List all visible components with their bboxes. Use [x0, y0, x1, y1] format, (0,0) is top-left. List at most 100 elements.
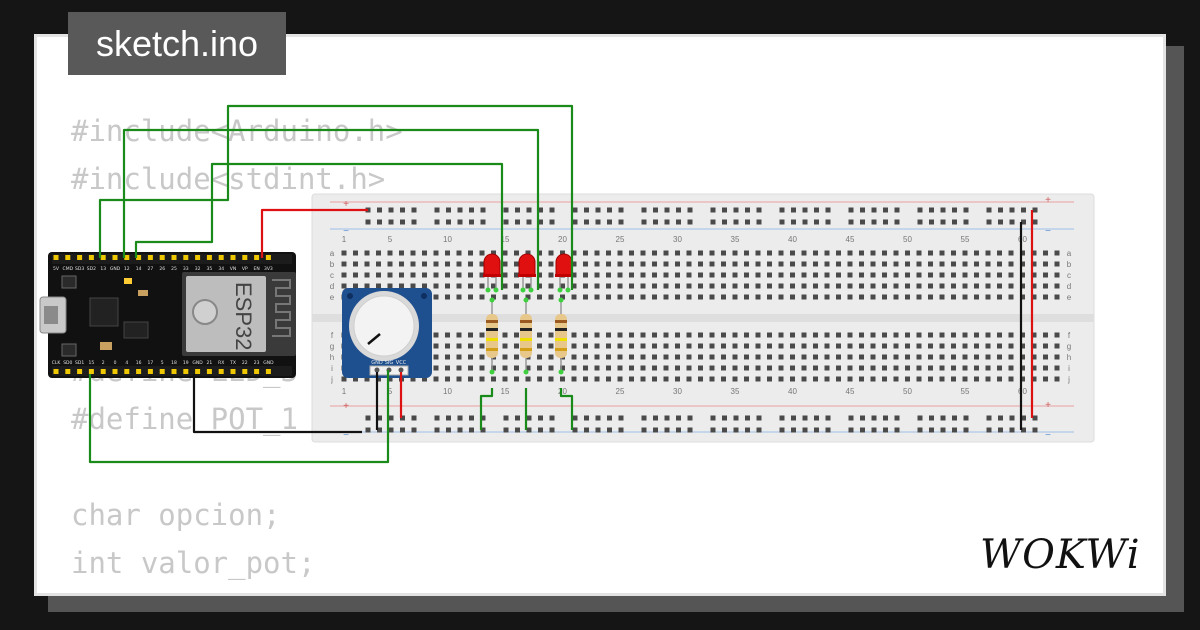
breadboard-hole[interactable]	[790, 376, 795, 382]
breadboard-hole[interactable]	[652, 261, 657, 267]
breadboard-hole[interactable]	[847, 354, 853, 360]
breadboard-hole[interactable]	[928, 354, 933, 360]
breadboard-hole[interactable]	[514, 250, 519, 256]
rail-hole[interactable]	[917, 415, 923, 421]
breadboard-hole[interactable]	[836, 343, 841, 349]
rail-hole[interactable]	[998, 219, 1003, 225]
rail-hole[interactable]	[687, 207, 693, 213]
breadboard-hole[interactable]	[824, 250, 830, 256]
breadboard-hole[interactable]	[433, 272, 439, 278]
breadboard-hole[interactable]	[709, 272, 715, 278]
breadboard-hole[interactable]	[985, 294, 991, 300]
esp32-pin[interactable]	[53, 255, 59, 260]
breadboard-hole[interactable]	[698, 250, 703, 256]
breadboard-hole[interactable]	[859, 365, 864, 371]
rail-hole[interactable]	[549, 219, 555, 225]
breadboard-hole[interactable]	[985, 354, 991, 360]
rail-hole[interactable]	[756, 415, 762, 421]
breadboard-hole[interactable]	[962, 332, 968, 338]
breadboard-hole[interactable]	[732, 250, 738, 256]
esp32-pin[interactable]	[147, 255, 153, 260]
breadboard-hole[interactable]	[433, 376, 439, 382]
breadboard-hole[interactable]	[801, 343, 807, 349]
rail-hole[interactable]	[860, 427, 865, 433]
breadboard-hole[interactable]	[836, 272, 841, 278]
breadboard-hole[interactable]	[836, 365, 841, 371]
breadboard-hole[interactable]	[594, 343, 600, 349]
rail-hole[interactable]	[1032, 427, 1038, 433]
breadboard-hole[interactable]	[905, 294, 910, 300]
breadboard-hole[interactable]	[882, 332, 887, 338]
breadboard-hole[interactable]	[847, 376, 853, 382]
breadboard-hole[interactable]	[537, 332, 542, 338]
breadboard-hole[interactable]	[905, 365, 910, 371]
breadboard-hole[interactable]	[548, 365, 554, 371]
breadboard-hole[interactable]	[606, 354, 611, 360]
rail-hole[interactable]	[848, 427, 854, 433]
rail-hole[interactable]	[503, 207, 509, 213]
breadboard-hole[interactable]	[836, 332, 841, 338]
rail-hole[interactable]	[584, 219, 589, 225]
red-led[interactable]	[518, 253, 536, 277]
breadboard-hole[interactable]	[583, 354, 588, 360]
breadboard-hole[interactable]	[870, 365, 876, 371]
breadboard-hole[interactable]	[778, 365, 784, 371]
rail-hole[interactable]	[538, 415, 543, 421]
esp32-pin[interactable]	[195, 369, 201, 374]
esp32-pin[interactable]	[218, 255, 224, 260]
breadboard-hole[interactable]	[847, 294, 853, 300]
esp32-pin[interactable]	[230, 255, 236, 260]
breadboard-hole[interactable]	[847, 261, 853, 267]
breadboard-hole[interactable]	[939, 250, 945, 256]
rail-hole[interactable]	[618, 415, 624, 421]
breadboard-hole[interactable]	[882, 261, 887, 267]
breadboard-hole[interactable]	[663, 250, 669, 256]
breadboard-hole[interactable]	[951, 343, 956, 349]
breadboard-hole[interactable]	[767, 354, 772, 360]
breadboard-hole[interactable]	[617, 332, 623, 338]
breadboard-hole[interactable]	[525, 283, 531, 289]
rail-hole[interactable]	[411, 219, 417, 225]
breadboard-hole[interactable]	[813, 272, 818, 278]
breadboard-hole[interactable]	[640, 332, 646, 338]
breadboard-hole[interactable]	[422, 261, 427, 267]
breadboard-hole[interactable]	[721, 261, 726, 267]
rail-hole[interactable]	[572, 415, 578, 421]
breadboard-hole[interactable]	[744, 294, 749, 300]
breadboard-hole[interactable]	[410, 250, 416, 256]
rail-hole[interactable]	[860, 207, 865, 213]
breadboard-hole[interactable]	[606, 250, 611, 256]
esp32-pin[interactable]	[265, 255, 271, 260]
breadboard-hole[interactable]	[709, 365, 715, 371]
breadboard-hole[interactable]	[1043, 332, 1048, 338]
breadboard-hole[interactable]	[974, 250, 979, 256]
breadboard-hole[interactable]	[709, 354, 715, 360]
breadboard-hole[interactable]	[985, 376, 991, 382]
rail-hole[interactable]	[457, 207, 463, 213]
breadboard-hole[interactable]	[548, 354, 554, 360]
breadboard-hole[interactable]	[456, 354, 462, 360]
rail-hole[interactable]	[1021, 207, 1026, 213]
breadboard-hole[interactable]	[859, 272, 864, 278]
breadboard-hole[interactable]	[939, 294, 945, 300]
breadboard-hole[interactable]	[974, 332, 979, 338]
rail-hole[interactable]	[1032, 207, 1038, 213]
breadboard-hole[interactable]	[663, 283, 669, 289]
rail-hole[interactable]	[687, 427, 693, 433]
breadboard-hole[interactable]	[1043, 376, 1048, 382]
breadboard-hole[interactable]	[951, 250, 956, 256]
breadboard-hole[interactable]	[399, 261, 404, 267]
breadboard-hole[interactable]	[1020, 272, 1025, 278]
breadboard-hole[interactable]	[698, 272, 703, 278]
breadboard-hole[interactable]	[502, 272, 508, 278]
esp32-pin[interactable]	[265, 369, 271, 374]
breadboard-hole[interactable]	[974, 376, 979, 382]
rail-hole[interactable]	[365, 427, 371, 433]
breadboard-hole[interactable]	[698, 376, 703, 382]
rail-hole[interactable]	[756, 207, 762, 213]
breadboard-hole[interactable]	[491, 365, 496, 371]
breadboard-hole[interactable]	[778, 294, 784, 300]
breadboard-hole[interactable]	[410, 283, 416, 289]
breadboard-hole[interactable]	[433, 365, 439, 371]
breadboard-hole[interactable]	[836, 283, 841, 289]
